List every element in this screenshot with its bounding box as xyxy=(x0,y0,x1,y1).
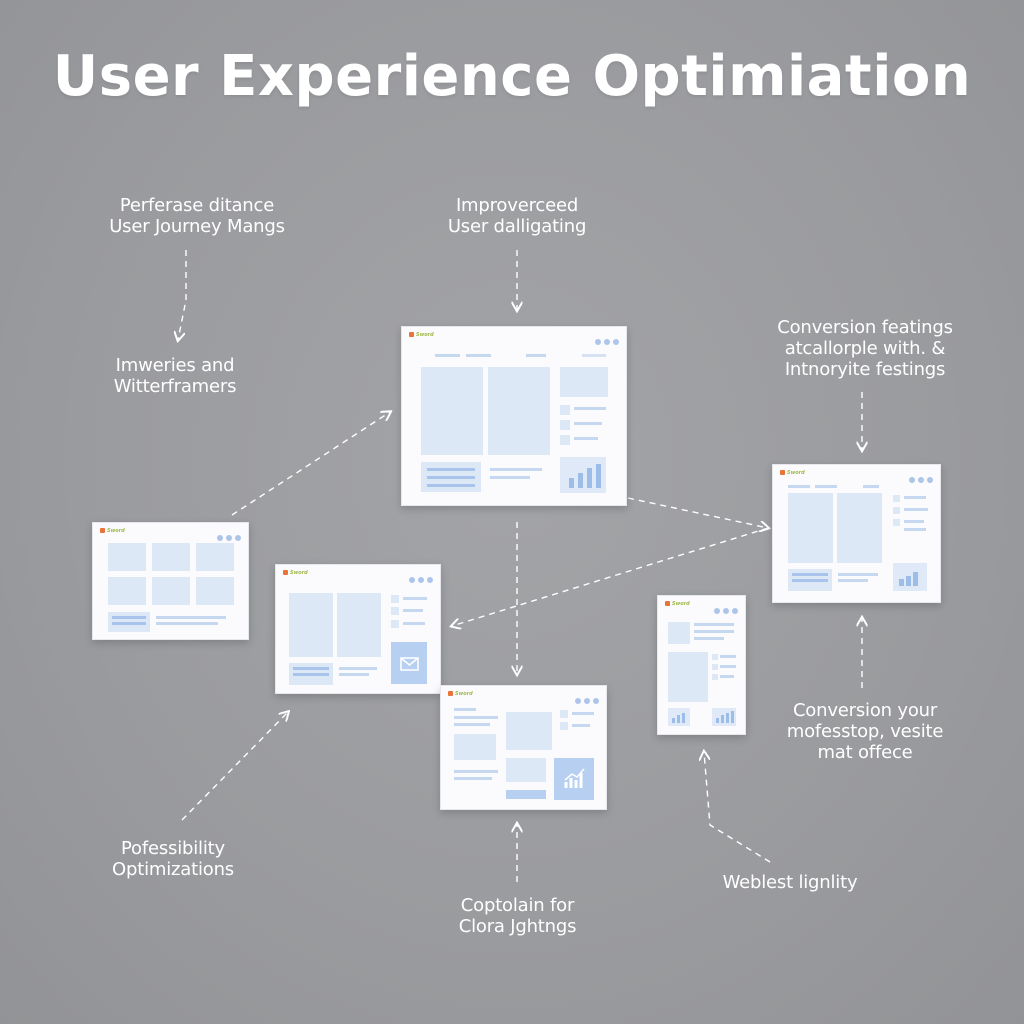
window-header: Sword xyxy=(93,523,248,541)
window-header: Sword xyxy=(402,327,626,345)
label-weblest-lignlity: Weblest lignlity xyxy=(722,872,858,893)
window-header: Sword xyxy=(773,465,940,483)
arrow-weblest-up xyxy=(704,752,771,863)
window-dots xyxy=(906,470,933,488)
page-title: User Experience Optimiation xyxy=(52,44,972,109)
brand-logo: Sword xyxy=(665,601,690,607)
window-header: Sword xyxy=(658,596,745,614)
window-header: Sword xyxy=(441,686,606,704)
arrow-wireframe-to-main xyxy=(231,412,390,516)
brand-logo: Sword xyxy=(283,570,308,576)
wireframe-window-main: Sword xyxy=(401,326,627,506)
wireframe-window-narrow: Sword xyxy=(657,595,746,735)
window-dots xyxy=(214,528,241,546)
bar-chart-icon xyxy=(668,708,690,726)
bar-chart-icon xyxy=(893,563,927,591)
wireframe-window-mail: Sword xyxy=(275,564,441,694)
brand-logo: Sword xyxy=(780,470,805,476)
brand-logo: Sword xyxy=(100,528,125,534)
window-dots xyxy=(592,332,619,350)
button-bar xyxy=(506,790,546,799)
bar-chart-icon xyxy=(560,457,606,493)
window-dots xyxy=(711,601,738,619)
arrow-journey-down xyxy=(178,250,187,340)
mail-icon xyxy=(391,642,427,684)
wireframe-window-grid: Sword xyxy=(92,522,249,640)
bar-chart-icon xyxy=(554,758,594,800)
window-header: Sword xyxy=(276,565,440,583)
arrow-right-to-center xyxy=(452,527,769,626)
brand-logo: Sword xyxy=(409,332,434,338)
wireframe-window-right: Sword xyxy=(772,464,941,603)
brand-logo: Sword xyxy=(448,691,473,697)
bar-chart-icon xyxy=(712,708,736,726)
arrow-main-to-right xyxy=(627,497,768,528)
arrow-possibility-up xyxy=(181,712,288,821)
window-dots xyxy=(406,570,433,588)
wireframe-window-bottom: Sword xyxy=(440,685,607,810)
window-dots xyxy=(572,691,599,709)
